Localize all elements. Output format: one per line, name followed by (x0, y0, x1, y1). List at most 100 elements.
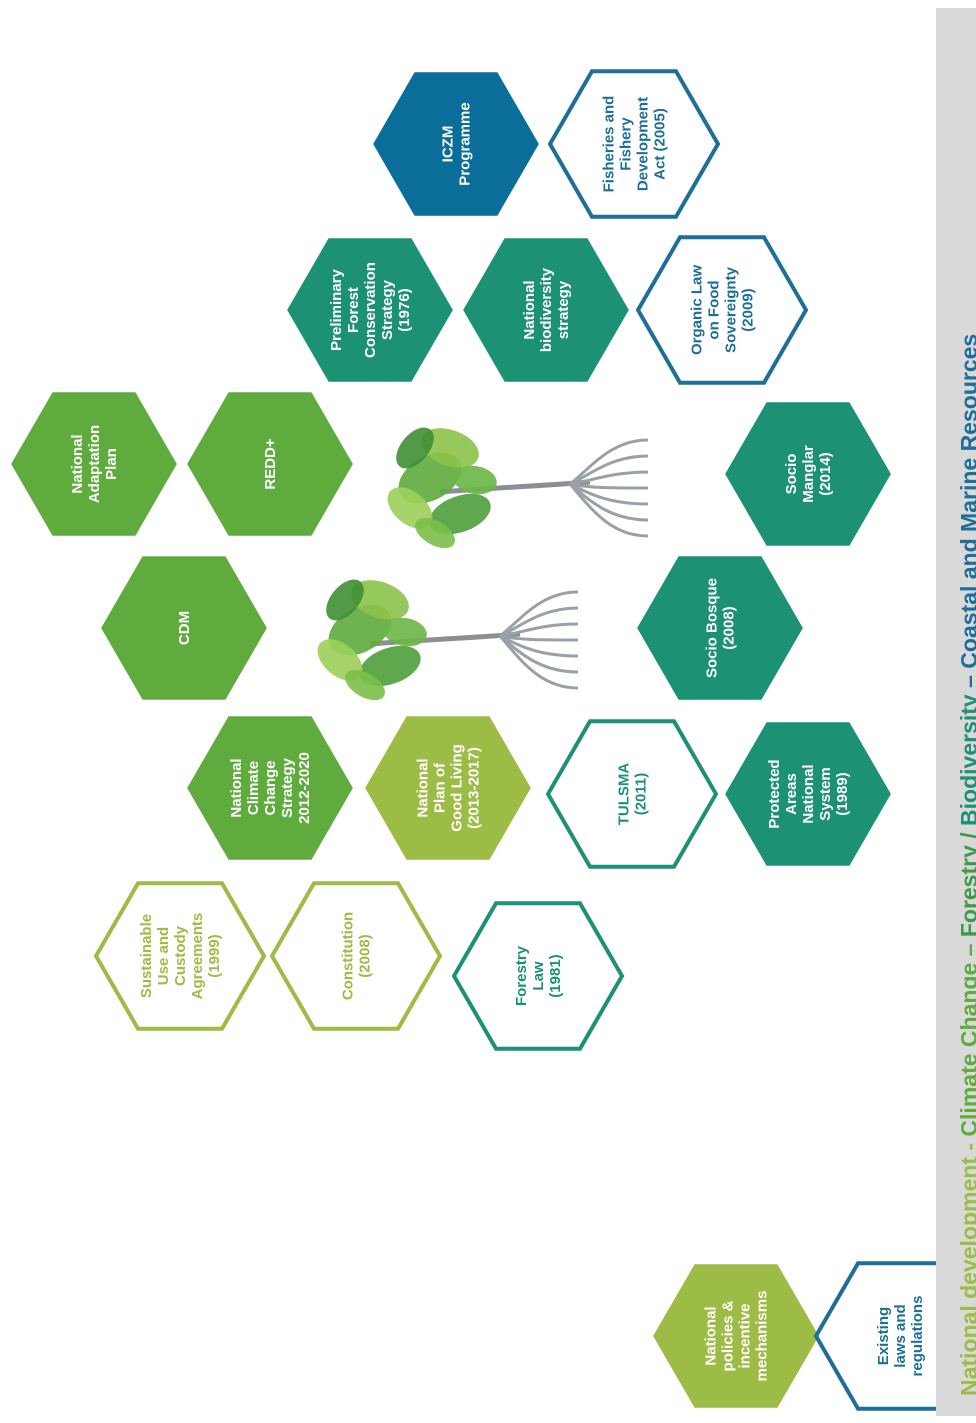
socio-manglar-hexagon: SocioManglar(2014) (722, 400, 894, 548)
national-adaptation-plan-label: NationalAdaptationPlan (69, 425, 120, 503)
constitution-hexagon: Constitution(2008) (269, 881, 443, 1031)
protected-areas-label-line: Areas (783, 773, 800, 815)
constitution-label-line: Constitution (340, 912, 357, 1000)
national-plan-good-living-label-line: Plan of (432, 762, 449, 813)
organic-law-food-label-line: (2009) (740, 288, 757, 331)
redd-plus-label: REDD+ (262, 438, 279, 490)
national-adaptation-plan-shape (8, 390, 180, 538)
national-climate-strategy-label-line: Climate (245, 761, 262, 815)
legend-policies-hexagon: Nationalpolicies &incentivemechanisms (650, 1262, 822, 1410)
legend-group: Nationalpolicies &incentivemechanisms Exi… (650, 1261, 976, 1411)
banner-segment: National development (956, 1157, 976, 1396)
cdm-hexagon: CDM (98, 554, 270, 702)
socio-manglar-shape (722, 400, 894, 548)
legend-policies-label-line: mechanisms (754, 1291, 771, 1382)
sustainable-use-agreements-shape (93, 881, 267, 1031)
preliminary-forest-strategy-label-line: (1976) (396, 288, 413, 331)
national-climate-strategy-label: NationalClimateChangeStrategy2012-2020 (228, 752, 313, 824)
tulsma-label: TULSMA(2011) (616, 763, 650, 826)
protected-areas-shape (722, 720, 894, 868)
forestry-law-label: ForestryLaw(1981) (513, 945, 564, 1006)
tulsma-label-line: TULSMA (616, 763, 633, 826)
iczm-programme-label-line: Programme (457, 102, 474, 185)
sustainable-use-agreements-hexagon: SustainableUse andCustodyAgreements(1999… (93, 881, 267, 1031)
socio-bosque-label-line: (2008) (721, 606, 738, 649)
organic-law-food-label-line: Sovereignty (723, 266, 740, 353)
socio-bosque-label: Socio Bosque(2008) (704, 578, 738, 678)
hexagons-group: ICZMProgramme Fisheries andFisheryDevelop… (8, 69, 894, 1051)
sustainable-use-agreements-label-line: Sustainable (138, 914, 155, 998)
constitution-shape (269, 881, 443, 1031)
mangrove-tree-icon (387, 427, 649, 549)
national-adaptation-plan-label-line: Adaptation (86, 425, 103, 503)
banner-segment: Climate Change (956, 962, 976, 1137)
legend-policies-label-line: policies & (720, 1300, 737, 1371)
national-climate-strategy-hexagon: NationalClimateChangeStrategy2012-2020 (184, 714, 356, 862)
cdm-shape (98, 554, 270, 702)
national-plan-good-living-hexagon: NationalPlan ofGood Living(2013-2017) (362, 714, 534, 862)
banner-segment: Coastal and Marine Resources (956, 333, 976, 669)
legend-policies-shape (650, 1262, 822, 1410)
legend-laws-label-line: Existing (875, 1307, 892, 1365)
forestry-law-shape (451, 901, 625, 1051)
banner-segment: Biodiversity (956, 694, 976, 826)
iczm-programme-hexagon: ICZMProgramme (370, 70, 542, 218)
forestry-law-hexagon: ForestryLaw(1981) (451, 901, 625, 1051)
national-biodiversity-strategy-label: Nationalbiodiversitystrategy (521, 267, 572, 352)
iczm-programme-label: ICZMProgramme (440, 102, 474, 185)
fisheries-act-label-line: Fishery (618, 117, 635, 171)
redd-plus-label-line: REDD+ (262, 438, 279, 490)
banner-segment: – (956, 669, 976, 695)
preliminary-forest-strategy-label-line: Preliminary (328, 268, 345, 350)
organic-law-food-label-line: on Food (706, 280, 723, 339)
forestry-law-label-line: Law (530, 961, 547, 991)
national-adaptation-plan-label-line: National (69, 434, 86, 493)
socio-bosque-label-line: Socio Bosque (704, 578, 721, 678)
preliminary-forest-strategy-label-line: Strategy (379, 279, 396, 340)
socio-manglar-label: SocioManglar(2014) (783, 445, 834, 503)
socio-manglar-label-line: (2014) (817, 452, 834, 495)
national-climate-strategy-label-line: 2012-2020 (296, 752, 313, 824)
constitution-label: Constitution(2008) (340, 912, 374, 1000)
national-plan-good-living-label-line: (2013-2017) (466, 747, 483, 829)
legend-policies-label-line: National (703, 1306, 720, 1365)
protected-areas-label: ProtectedAreasNationalSystem(1989) (766, 759, 851, 828)
sustainable-use-agreements-label-line: (1999) (206, 934, 223, 977)
organic-law-food-hexagon: Organic Lawon FoodSovereignty(2009) (635, 235, 809, 385)
trees-group (317, 427, 649, 701)
fisheries-act-label-line: Fisheries and (601, 96, 618, 193)
fisheries-act-label-line: Development (635, 97, 652, 191)
cdm-label-line: CDM (176, 611, 193, 645)
protected-areas-label-line: System (817, 767, 834, 820)
national-biodiversity-strategy-label-line: strategy (555, 280, 572, 339)
legend-laws-label-line: laws and (892, 1304, 909, 1367)
fisheries-act-label: Fisheries andFisheryDevelopmentAct (2005… (601, 96, 669, 193)
socio-bosque-shape (634, 554, 806, 702)
sustainable-use-agreements-label: SustainableUse andCustodyAgreements(1999… (138, 913, 223, 1000)
socio-manglar-label-line: Manglar (800, 445, 817, 503)
national-climate-strategy-label-line: Strategy (279, 757, 296, 818)
national-climate-strategy-label-line: National (228, 758, 245, 817)
socio-bosque-hexagon: Socio Bosque(2008) (634, 554, 806, 702)
cdm-label: CDM (176, 611, 193, 645)
tulsma-shape (545, 719, 719, 869)
national-climate-strategy-label-line: Change (262, 760, 279, 815)
redd-plus-hexagon: REDD+ (184, 390, 356, 538)
forestry-law-label-line: Forestry (513, 945, 530, 1006)
national-plan-good-living-label-line: National (415, 758, 432, 817)
sustainable-use-agreements-label-line: Use and (155, 927, 172, 985)
national-adaptation-plan-hexagon: NationalAdaptationPlan (8, 390, 180, 538)
banner-segment: - (956, 1137, 976, 1157)
redd-plus-shape (184, 390, 356, 538)
protected-areas-label-line: Protected (766, 759, 783, 828)
organic-law-food-label: Organic Lawon FoodSovereignty(2009) (689, 265, 757, 355)
theme-banner-text: National development - Climate Change – … (956, 0, 976, 1396)
legend-laws-label-line: regulations (909, 1296, 926, 1377)
national-adaptation-plan-label-line: Plan (103, 448, 120, 480)
preliminary-forest-strategy-shape (284, 236, 456, 384)
legend-policies-label: Nationalpolicies &incentivemechanisms (703, 1291, 771, 1382)
socio-manglar-label-line: Socio (783, 454, 800, 495)
banner-segment: – (956, 937, 976, 963)
preliminary-forest-strategy-label-line: Conservation (362, 262, 379, 358)
sustainable-use-agreements-label-line: Custody (172, 925, 189, 986)
